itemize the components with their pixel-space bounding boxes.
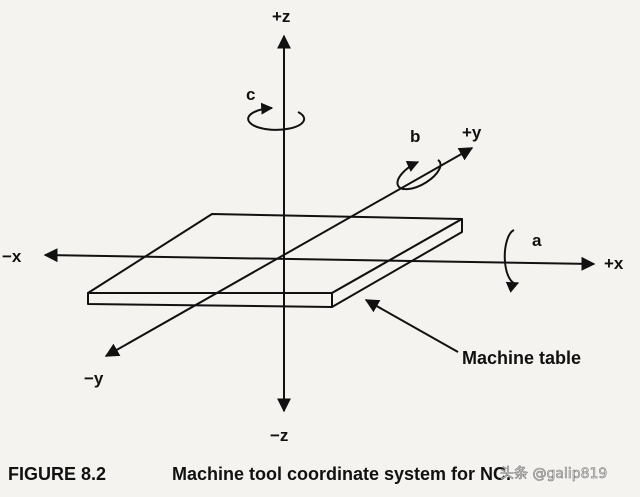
label-pos-z: +z <box>272 7 290 26</box>
label-rotation-a: a <box>532 231 542 250</box>
label-neg-y: −y <box>84 369 104 388</box>
figure-title: Machine tool coordinate system for NC. <box>172 464 511 484</box>
label-rotation-c: c <box>246 85 255 104</box>
watermark: 头条 @galip819 <box>500 465 607 482</box>
table-front-face <box>87 292 333 308</box>
label-pos-y: +y <box>462 123 482 142</box>
label-neg-x: −x <box>2 247 22 266</box>
rotation-b-arrow <box>396 159 442 191</box>
label-pos-x: +x <box>604 254 624 273</box>
label-rotation-b: b <box>410 127 420 146</box>
rotation-c-arrow <box>247 102 306 131</box>
figure-number: FIGURE 8.2 <box>8 464 106 484</box>
rotation-a-arrow <box>503 229 520 293</box>
label-machine-table: Machine table <box>462 348 581 368</box>
y-axis <box>104 147 474 357</box>
label-neg-z: −z <box>270 426 288 445</box>
machine-table-callout-arrow <box>364 299 459 353</box>
